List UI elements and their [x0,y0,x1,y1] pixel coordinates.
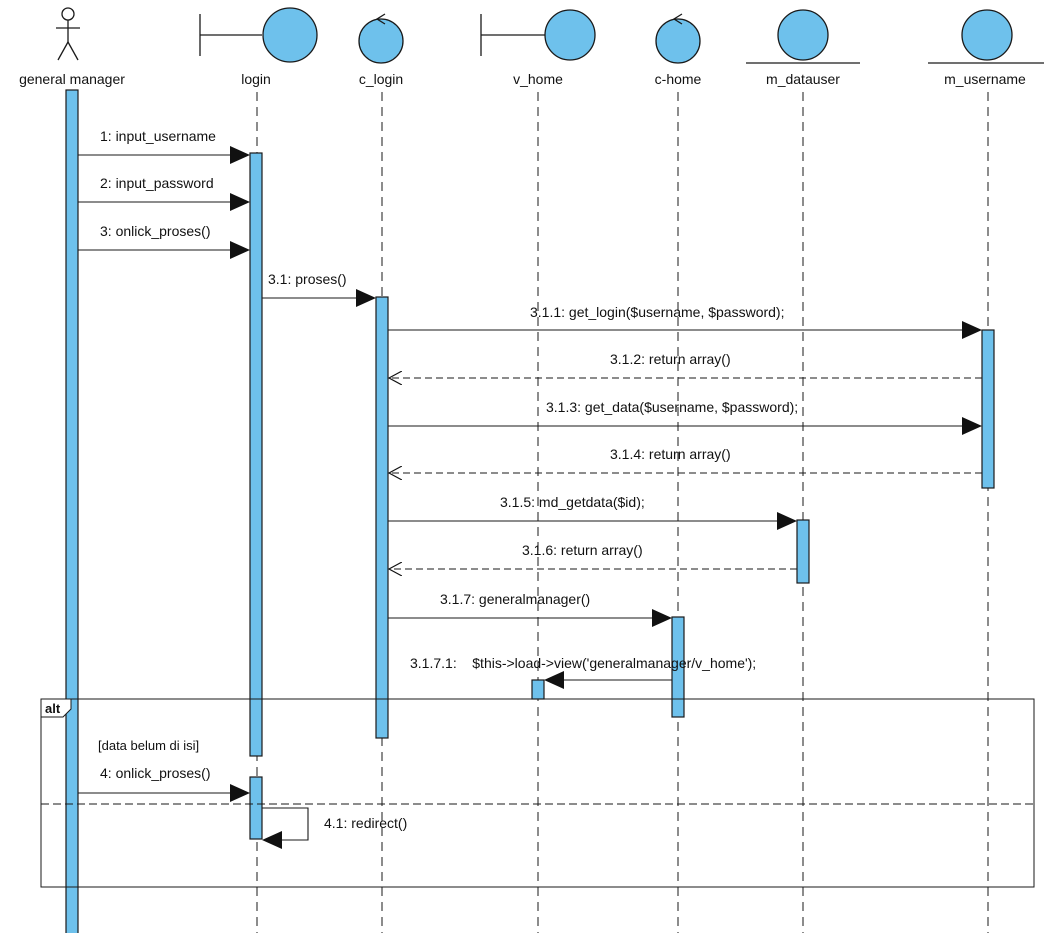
message-label: 3.1.6: return array() [522,542,643,558]
message-4-1-arrow [262,807,309,849]
control-icon [655,13,701,64]
activation-m-datauser [796,519,810,584]
message-label: 3.1.5: md_getdata($id); [500,494,645,510]
fragment-operator-tab [40,698,72,718]
entity-icon [746,9,860,64]
boundary-icon [480,9,596,61]
message-label: 1: input_username [100,128,216,144]
activation-c-login [375,296,389,739]
participant-label: m_username [944,71,1026,87]
participant-general-manager: general manager [19,7,125,87]
activation-v-home [531,679,545,700]
entity-icon [928,9,1044,64]
messages [78,146,982,849]
participant-label: c-home [655,71,702,87]
participant-c-home: c-home [655,13,702,87]
participant-label: v_home [513,71,563,87]
actor-icon [56,7,80,61]
message-label: 3.1.2: return array() [610,351,731,367]
alt-fragment: alt [data belum di isi] [40,698,1035,888]
activations [65,89,995,933]
message-label: 3.1.1: get_login($username, $password); [530,304,784,320]
activation-general-manager [65,89,79,933]
message-label: 4.1: redirect() [324,815,407,831]
participant-label: m_datauser [766,71,840,87]
participant-v-home: v_home [480,9,596,87]
message-label: 3: onlick_proses() [100,223,211,239]
message-label: 3.1: proses() [268,271,347,287]
message-label: 3.1.3: get_data($username, $password); [546,399,798,415]
activation-login-2 [249,776,263,840]
message-label: 3.1.4: return array() [610,446,731,462]
message-labels: 1: input_username 2: input_password 3: o… [100,128,798,831]
message-label: 3.1.7: generalmanager() [440,591,590,607]
message-label: 4: onlick_proses() [100,765,211,781]
activation-login [249,152,263,757]
control-icon [358,13,404,64]
message-label: 2: input_password [100,175,214,191]
participant-label: login [241,71,271,87]
fragment-frame [40,698,1035,888]
participant-c-login: c_login [358,13,404,87]
participant-m-datauser: m_datauser [746,9,860,87]
lifelines [256,92,989,933]
participant-label: general manager [19,71,125,87]
participant-login: login [199,7,318,87]
fragment-guard: [data belum di isi] [98,738,199,753]
message-label: 3.1.7.1: $this->load->view('generalmanag… [410,655,756,671]
participant-m-username: m_username [928,9,1044,87]
participant-label: c_login [359,71,403,87]
boundary-icon [199,7,318,63]
activation-c-home [671,616,685,718]
fragment-operator: alt [45,701,61,716]
activation-m-username [981,329,995,489]
